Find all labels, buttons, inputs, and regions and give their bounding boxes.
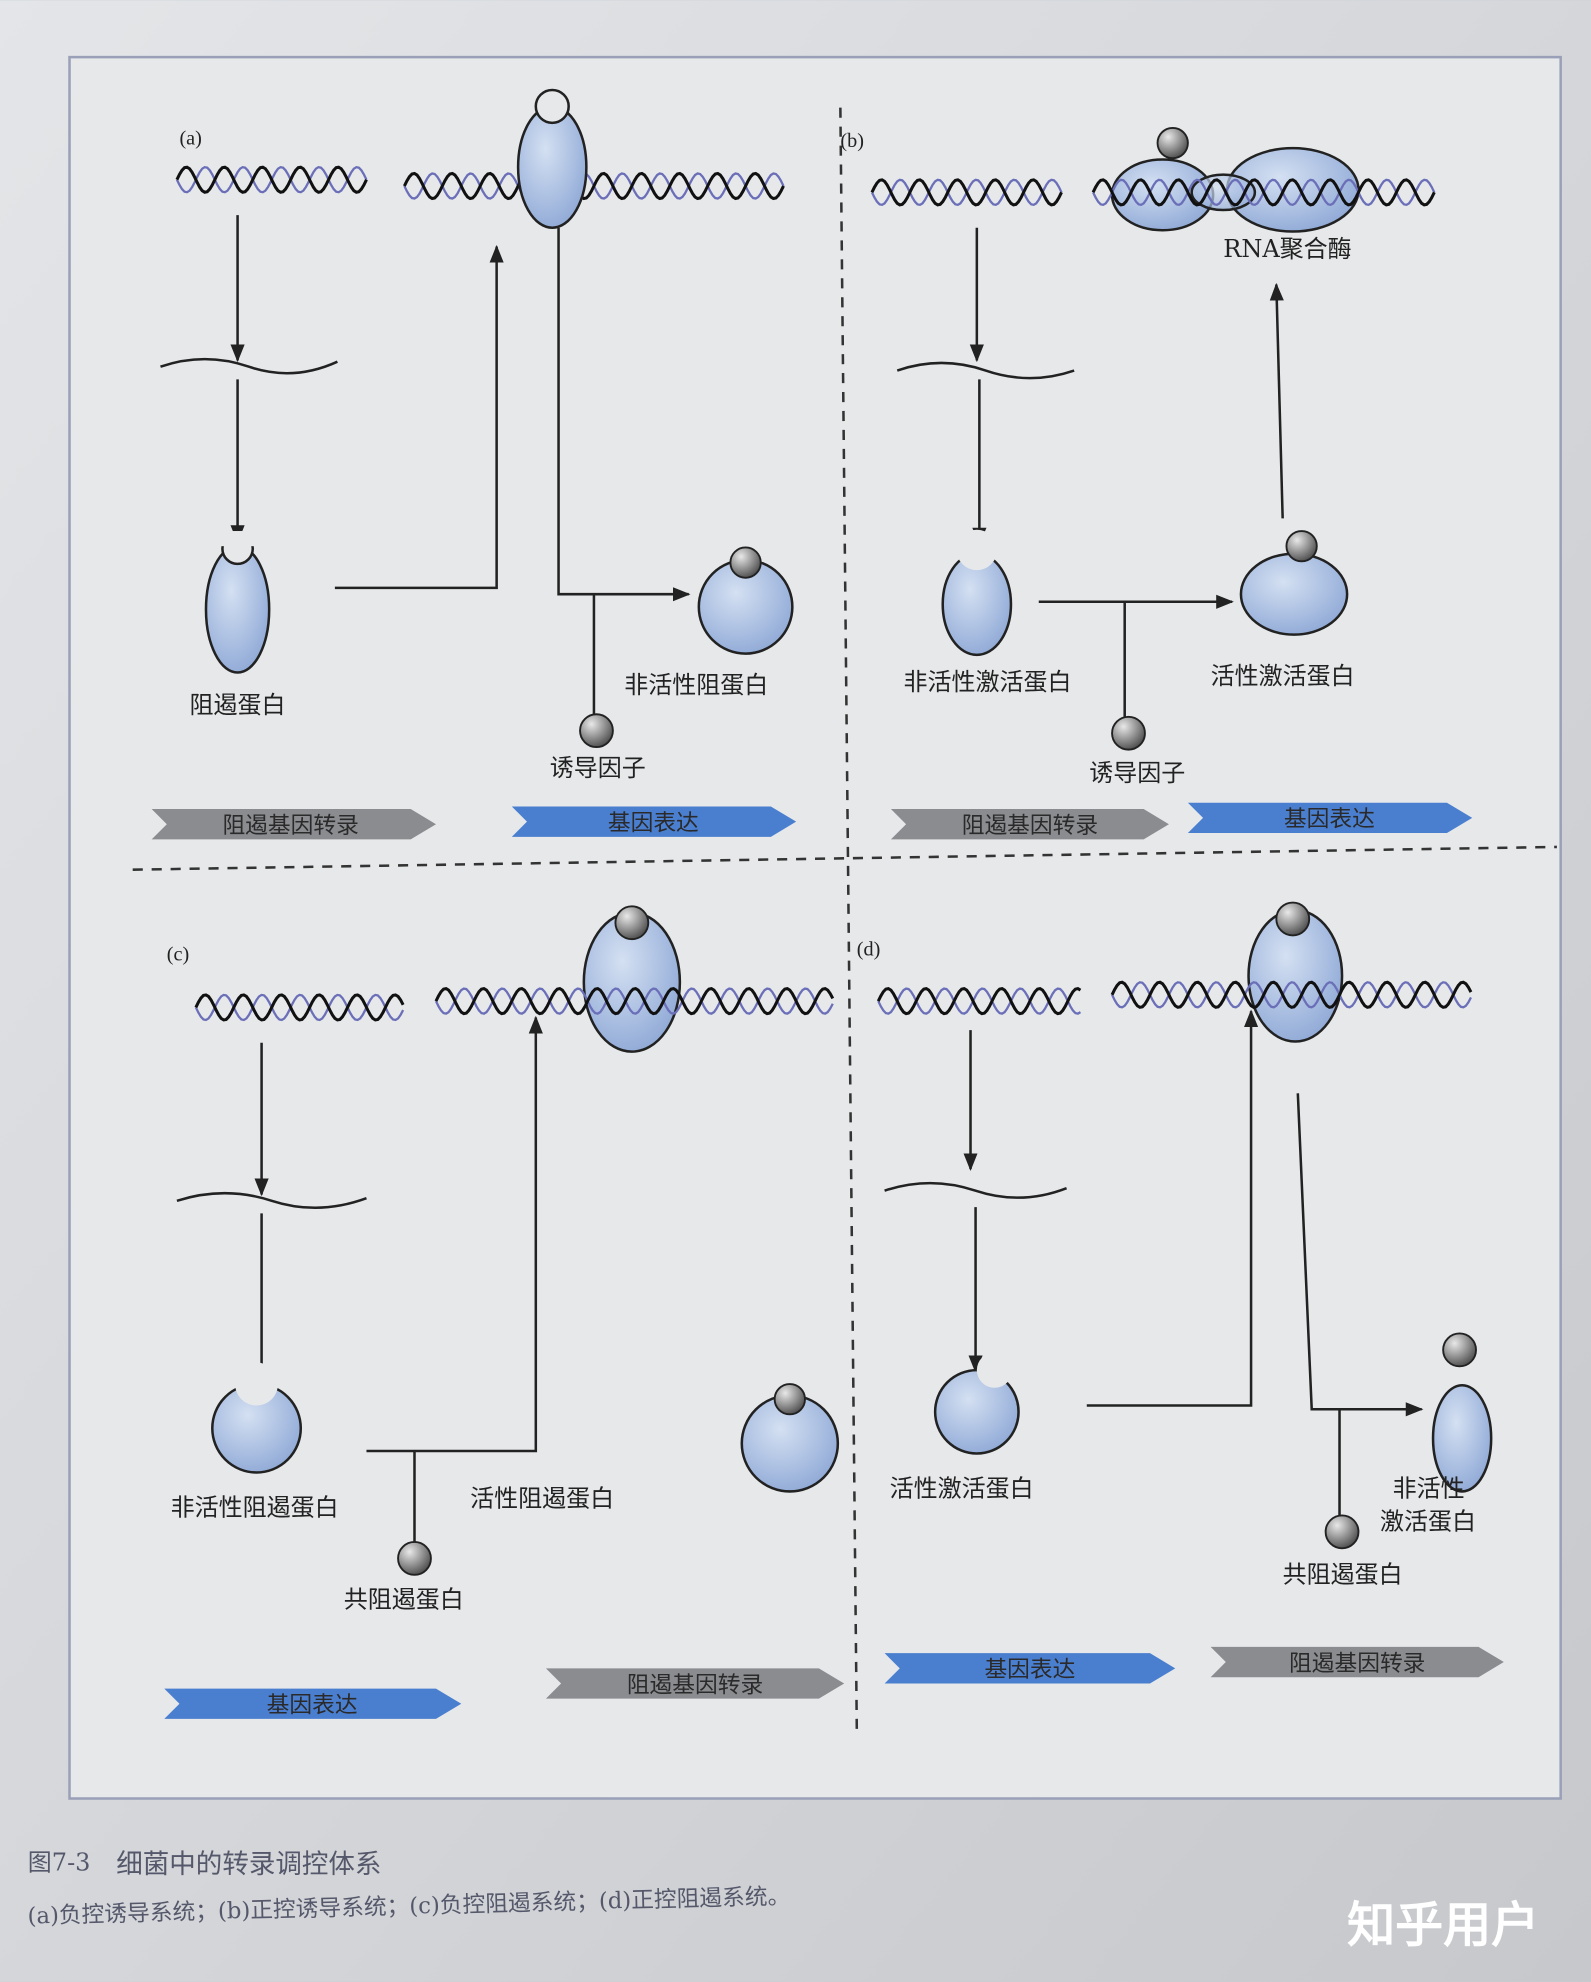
label-inactive-repressor: 非活性阻蛋白 [624,671,768,699]
dna-strand [194,993,405,1022]
mrna [160,357,338,375]
inducer-molecule [579,713,614,749]
label-active-activator: 活性激活蛋白 [1211,662,1355,690]
panel-tag: (a) [179,127,201,149]
dna-strand [870,178,1063,207]
repressor-protein [204,531,271,674]
active-activator [1239,552,1349,636]
dna-strand [1091,178,1436,207]
arrow-gray [1210,1646,1504,1678]
label-corepressor: 共阻遏蛋白 [1283,1560,1403,1588]
panel-a: (a) 阻遏蛋白 诱导因子 非活性阻蛋白 阻遏基因转录 基因表达 [151,88,797,840]
mrna [896,361,1075,380]
dna-helix [1091,178,1436,207]
dna-strand [434,986,835,1016]
arrow-blue [511,806,797,837]
dna-helix [175,165,368,194]
watermark: 知乎用户 [1347,1897,1539,1953]
inactive-activator [941,529,1013,657]
label-inducer: 诱导因子 [1089,759,1185,787]
corepressor-molecule [1324,1514,1360,1550]
label-corepressor: 共阻遏蛋白 [344,1586,464,1614]
dna-helix [870,178,1063,207]
panel-tag: (d) [857,939,881,961]
arrow-gray [151,809,436,840]
corepressor-molecule [397,1541,432,1576]
arrow-gray-label: 阻遏基因转录 [627,1672,763,1698]
arrow-blue [164,1688,462,1719]
dna-helix [194,993,405,1022]
divider-vertical [839,107,859,1730]
arrow-blue [884,1653,1176,1684]
arrow-blue [1187,802,1473,834]
label-inactive-activator-line2: 激活蛋白 [1380,1507,1476,1535]
dna-helix [434,986,835,1016]
dna-helix [403,171,785,201]
arrow-gray-label: 阻遏基因转录 [222,813,358,839]
dna-strand [876,986,1082,1016]
dna-helix [1110,980,1473,1009]
arrow-gray [545,1668,845,1699]
figure-title: 细菌中的转录调控体系 [116,1849,381,1880]
arrow-blue-label: 基因表达 [608,811,699,837]
inactive-activator [1431,1384,1493,1493]
dna-strand [434,987,834,1015]
label-inactive-activator: 非活性激活蛋白 [904,668,1072,696]
corepressor-molecule [614,905,650,941]
label-repressor: 阻遏蛋白 [190,691,286,719]
repressor-on-dna [516,88,588,229]
label-active-activator: 活性激活蛋白 [890,1474,1034,1502]
figure-number: 图7-3 [28,1849,91,1877]
arrow-gray [890,809,1169,840]
mrna [176,1191,367,1209]
label-inactive-activator-line1: 非活性 [1393,1474,1465,1502]
active-activator [933,1352,1020,1455]
panel-tag: (b) [840,130,864,152]
divider-horizontal [132,845,1557,871]
dna-strand [175,165,368,194]
dna-strand [1111,981,1472,1009]
dna-strand [877,987,1082,1015]
label-inducer: 诱导因子 [550,754,646,782]
dna-helix [876,986,1082,1016]
panel-d: (d) 活性激活蛋白 共阻遏蛋白 非活性 激活蛋白 基因表达 阻遏基因转录 [857,901,1504,1684]
label-active-repressor: 活性阻遏蛋白 [470,1485,614,1513]
arrow-blue-label: 基因表达 [984,1657,1075,1683]
panel-tag: (c) [167,944,189,966]
arrow-blue-label: 基因表达 [1284,807,1375,833]
arrow-blue-label: 基因表达 [267,1693,358,1719]
panel-c: (c) 非活性阻遏蛋白 共阻遏蛋白 活性阻遏蛋白 基因表达 阻遏基因转录 [164,905,845,1719]
panel-b: (b) RNA聚合酶 非活性激活蛋白 诱导因子 活性激活蛋白 阻遏基因转录 基因… [840,126,1473,840]
mrna [884,1181,1068,1199]
dna-strand [194,993,405,1022]
dna-strand [403,171,785,201]
inducer-molecule [1156,126,1189,160]
label-rna-polymerase: RNA聚合酶 [1223,235,1351,263]
inducer-molecule [1111,715,1146,751]
inactive-repressor [211,1362,303,1474]
label-inactive-repressor: 非活性阻遏蛋白 [171,1493,339,1521]
arrow-gray-label: 阻遏基因转录 [1289,1651,1425,1677]
arrow-gray-label: 阻遏基因转录 [962,813,1098,839]
dna-strand [1110,980,1473,1009]
